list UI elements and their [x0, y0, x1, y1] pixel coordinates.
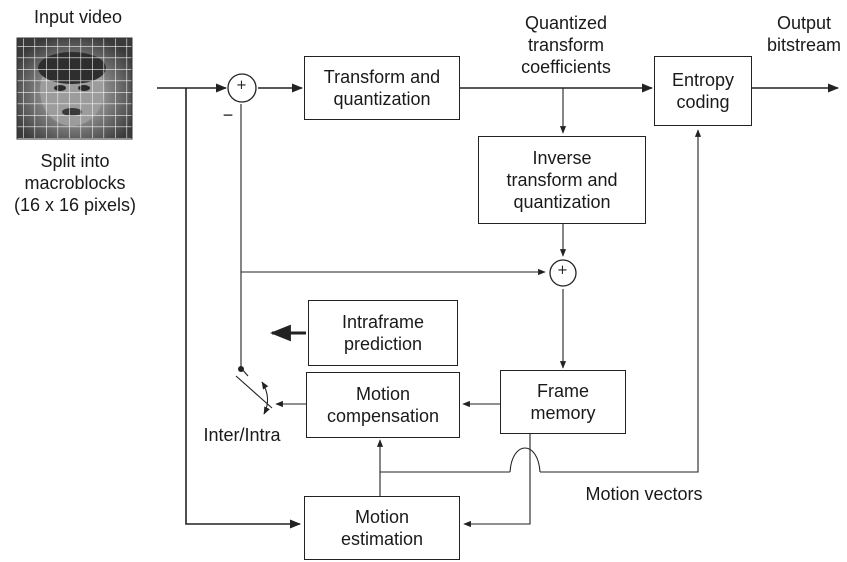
sum-1-plus: + — [236, 78, 247, 93]
macroblock-caption: Split into macroblocks (16 x 16 pixels) — [13, 151, 137, 215]
switch-arc — [261, 381, 270, 415]
input-to-motion-estimation — [185, 88, 302, 529]
output-bitstream-label: Output bitstream — [766, 13, 842, 55]
motion-vectors-label: Motion vectors — [585, 484, 703, 504]
intraframe-prediction-block: Intraframe prediction — [308, 300, 458, 366]
sum-2-plus: + — [557, 263, 568, 278]
quantized-coefficients-label: Quantized transform coefficients — [521, 13, 611, 77]
frame-memory-to-me-arrow — [463, 432, 531, 528]
transform-quantization-block: Transform and quantization — [304, 56, 460, 120]
sum-junction-1 — [227, 73, 257, 103]
inverse-transform-block: Inverse transform and quantization — [478, 136, 646, 224]
motion-compensation-block: Motion compensation — [306, 372, 460, 438]
switch-pivot — [238, 366, 244, 372]
input-video-label: Input video — [33, 7, 123, 27]
motion-vectors-line — [380, 130, 698, 473]
entropy-coding-block: Entropy coding — [654, 56, 752, 126]
frame-memory-block: Frame memory — [500, 370, 626, 434]
motion-estimation-block: Motion estimation — [304, 496, 460, 560]
input-video-thumbnail — [16, 37, 133, 140]
sum-junction-2 — [549, 259, 577, 287]
minus-sign: − — [222, 105, 234, 125]
inter-intra-label: Inter/Intra — [203, 425, 281, 445]
